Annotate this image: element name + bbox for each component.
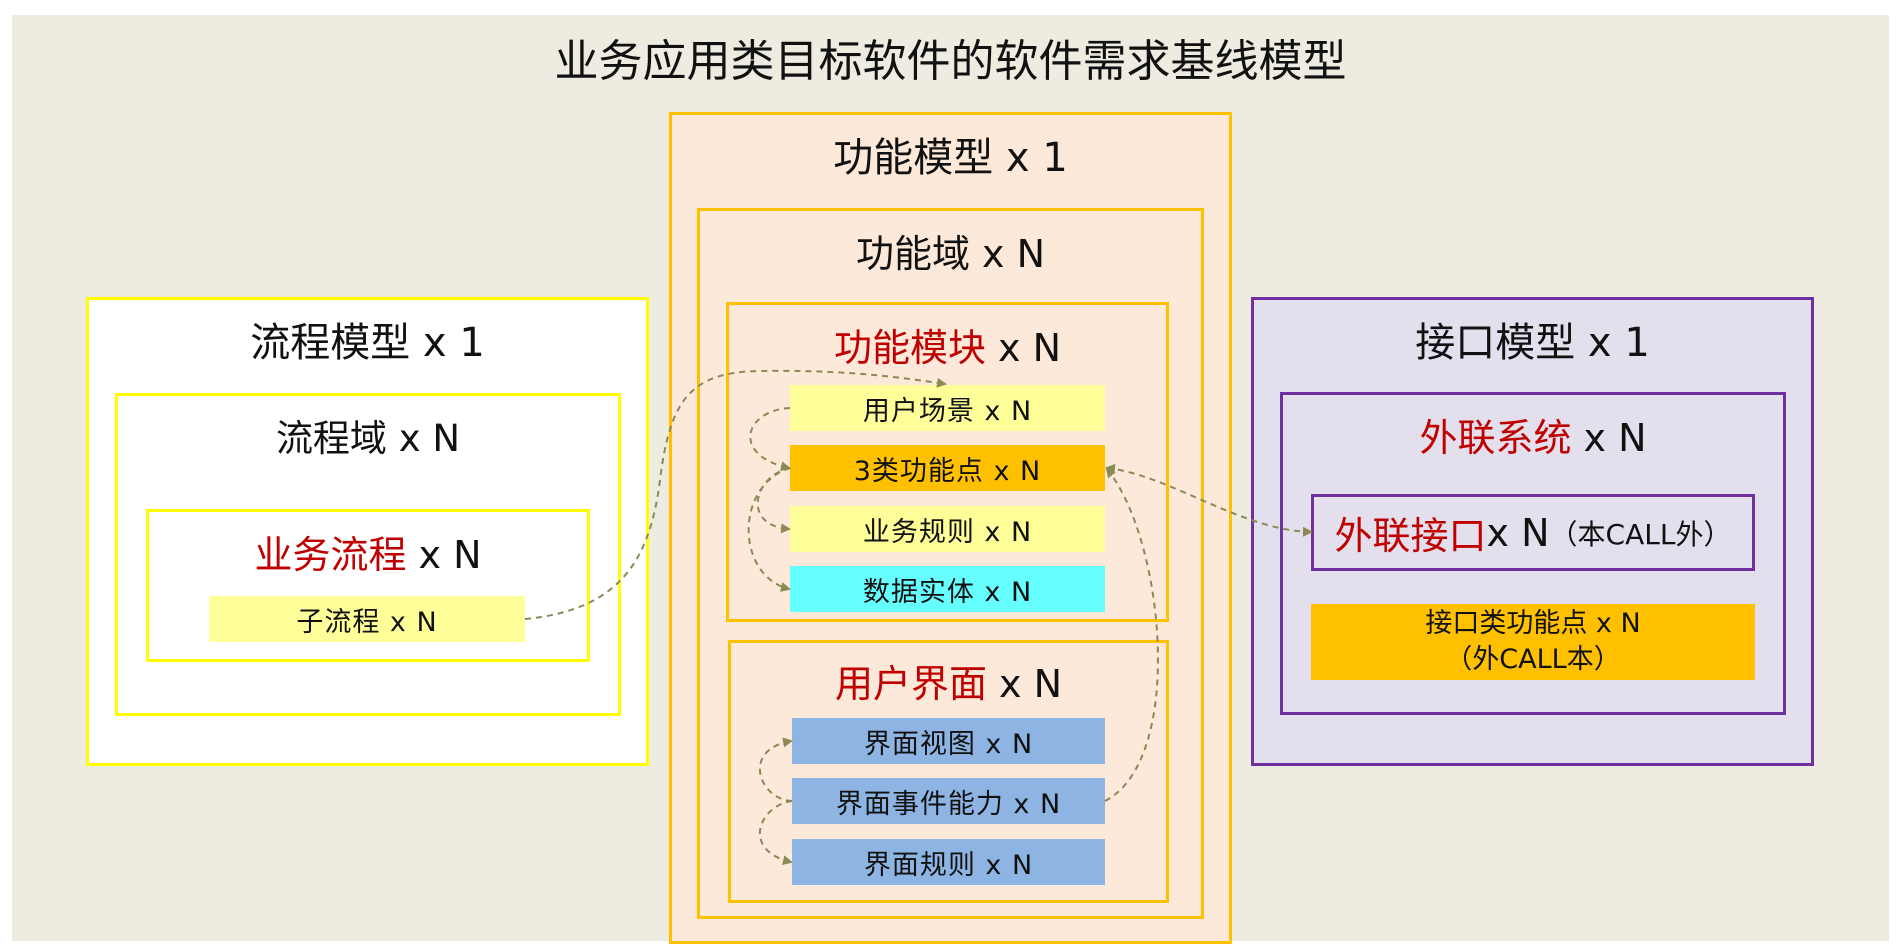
process-model-box: 流程模型 x 1 [86, 297, 649, 766]
external-interface-name: 外联接口 [1334, 514, 1487, 558]
user-interface-box: 用户界面 x N [728, 640, 1169, 903]
diagram-title: 业务应用类目标软件的软件需求基线模型 [554, 36, 1347, 87]
external-system-box: 外联系统 x N [1280, 392, 1786, 715]
user-interface-mult: x N [986, 662, 1063, 706]
arrow-uievent-to-view [758, 737, 793, 802]
interface-function-points-item: 接口类功能点 x N （外CALL本） [1311, 604, 1755, 680]
function-module-box: 功能模块 x N [726, 302, 1169, 622]
user-scenario-item: 用户场景 x N [790, 385, 1105, 431]
ui-view-item: 界面视图 x N [792, 718, 1105, 764]
data-entity-item: 数据实体 x N [790, 566, 1105, 612]
function-domain-label: 功能域 x N [855, 232, 1046, 276]
function-module-name: 功能模块 [833, 326, 986, 370]
business-rules-item: 业务规则 x N [790, 506, 1105, 552]
business-process-mult: x N [406, 533, 482, 577]
function-model-label: 功能模型 x 1 [833, 135, 1068, 181]
business-process-box: 业务流程 x N [146, 509, 590, 662]
arrow-scenario-to-fp [749, 407, 791, 472]
external-interface-note: （本CALL外） [1549, 517, 1732, 551]
process-domain-box: 流程域 x N [115, 393, 621, 716]
business-process-name: 业务流程 [254, 533, 407, 577]
external-system-label: 外联系统 x N [1283, 407, 1783, 462]
interface-model-label: 接口模型 x 1 [1415, 320, 1650, 366]
function-module-label: 功能模块 x N [729, 317, 1166, 372]
arrow-uievent-to-fp [1104, 467, 1159, 802]
interface-fp-line1: 接口类功能点 x N [1425, 608, 1641, 639]
function-domain-box: 功能域 x N [697, 208, 1204, 919]
ui-rules-item: 界面规则 x N [792, 839, 1105, 885]
function-module-mult: x N [985, 326, 1062, 370]
external-interface-mult: x N [1486, 510, 1550, 555]
interface-fp-line2: （外CALL本） [1445, 644, 1621, 675]
arrow-fp-to-entity [747, 467, 791, 592]
arrow-fp-external-interface [1105, 463, 1313, 537]
sub-process-item: 子流程 x N [209, 596, 525, 642]
user-interface-name: 用户界面 [834, 662, 987, 706]
process-domain-label: 流程域 x N [275, 417, 461, 460]
function-points-item: 3类功能点 x N [790, 445, 1105, 491]
business-process-label: 业务流程 x N [149, 524, 587, 579]
arrow-uievent-to-uirules [758, 800, 793, 866]
arrow-fp-to-rules [756, 467, 791, 534]
process-model-label: 流程模型 x 1 [250, 320, 485, 366]
ui-event-item: 界面事件能力 x N [792, 778, 1105, 824]
user-interface-label: 用户界面 x N [731, 653, 1166, 708]
external-system-mult: x N [1571, 416, 1647, 460]
external-system-name: 外联系统 [1419, 416, 1572, 460]
arrow-subprocess-to-scenario [524, 369, 947, 620]
interface-model-box: 接口模型 x 1 [1251, 297, 1814, 766]
